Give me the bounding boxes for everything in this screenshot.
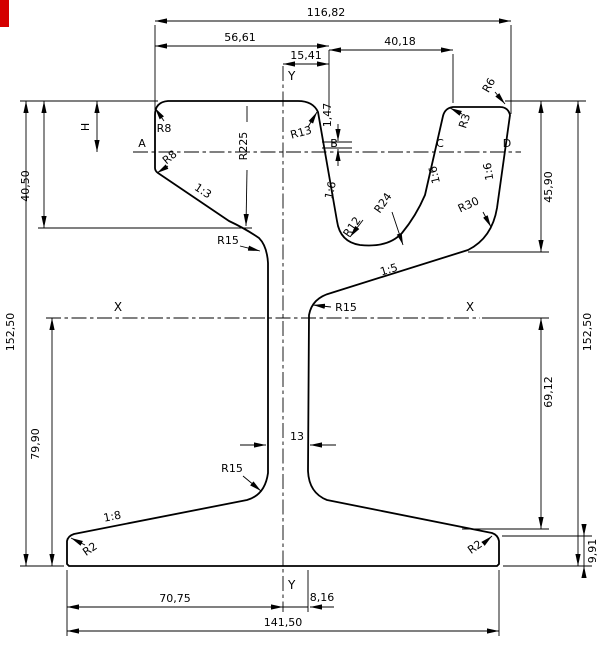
radius-head-groove: R13 — [289, 124, 313, 142]
red-corner-mark — [0, 0, 9, 27]
radius-keeper-outer-bottom: R30 — [456, 194, 481, 215]
axis-y-top: Y — [287, 69, 296, 83]
dim-foot-half: 70,75 — [159, 592, 191, 605]
radius-web-top-right: R15 — [335, 301, 357, 314]
dim-below-axis: 79,90 — [29, 428, 42, 460]
radius-web-foot: R15 — [221, 462, 243, 475]
point-a: A — [138, 137, 146, 150]
slope-groove-wall: 1:6 — [322, 180, 339, 200]
radius-groove-bottom-left: R12 — [341, 214, 364, 239]
slope-keeper-outer: 1:6 — [481, 162, 497, 182]
axis-y-bottom: Y — [287, 578, 296, 592]
axis-x-left: X — [114, 300, 122, 314]
radius-side-left: R8 — [160, 148, 180, 167]
slope-foot-top: 1:8 — [102, 508, 122, 524]
centerlines — [46, 66, 521, 612]
radius-head-under: R225 — [237, 132, 250, 161]
dim-web-offset: 8,16 — [310, 591, 335, 604]
dim-total-height-right: 152,50 — [581, 313, 594, 352]
point-b: B — [330, 137, 338, 150]
dim-head-width: 56,61 — [224, 31, 256, 44]
radius-top-left: R8 — [157, 122, 172, 135]
radius-keeper-inner-top: R3 — [456, 112, 473, 130]
dim-foot-width: 141,50 — [264, 616, 303, 629]
rail-profile-outline — [66, 100, 511, 567]
point-d: D — [503, 137, 511, 150]
leader-lines — [70, 91, 506, 546]
point-c: C — [436, 137, 444, 150]
slope-labels: 1:3 1:6 1:6 1:6 1:5 1:8 — [102, 162, 496, 525]
dim-head-offset: 15,41 — [290, 49, 322, 62]
dim-foot-edge: 9,91 — [586, 539, 599, 564]
dim-top-drop: 1,47 — [321, 103, 334, 128]
dim-head-depth: 40,50 — [19, 170, 32, 202]
dim-total-height-left: 152,50 — [4, 313, 17, 352]
radius-groove-bottom: R24 — [372, 190, 395, 215]
dim-axis-to-foot: 69,12 — [542, 376, 555, 408]
point-labels: A B C D Y Y X X — [114, 69, 511, 592]
slope-keeper-inner: 1:6 — [426, 165, 443, 185]
dimension-labels: 116,82 56,61 40,18 15,41 1,47 H 40,50 15… — [4, 6, 599, 629]
axis-x-right: X — [466, 300, 474, 314]
extension-lines — [20, 25, 592, 636]
dimension-lines — [23, 18, 587, 634]
dim-top-overall: 116,82 — [307, 6, 346, 19]
slope-web-transition: 1:5 — [379, 261, 400, 279]
radius-foot-tip-left: R2 — [80, 540, 99, 559]
radius-head-web: R15 — [217, 234, 239, 247]
dim-groove-depth: 45,90 — [542, 171, 555, 203]
radius-keeper-outer-top: R6 — [480, 76, 499, 95]
dim-h-label: H — [79, 123, 92, 131]
dim-groove-width: 40,18 — [384, 35, 416, 48]
radius-foot-tip-right: R2 — [465, 538, 484, 557]
dim-web-thickness: 13 — [290, 430, 304, 443]
